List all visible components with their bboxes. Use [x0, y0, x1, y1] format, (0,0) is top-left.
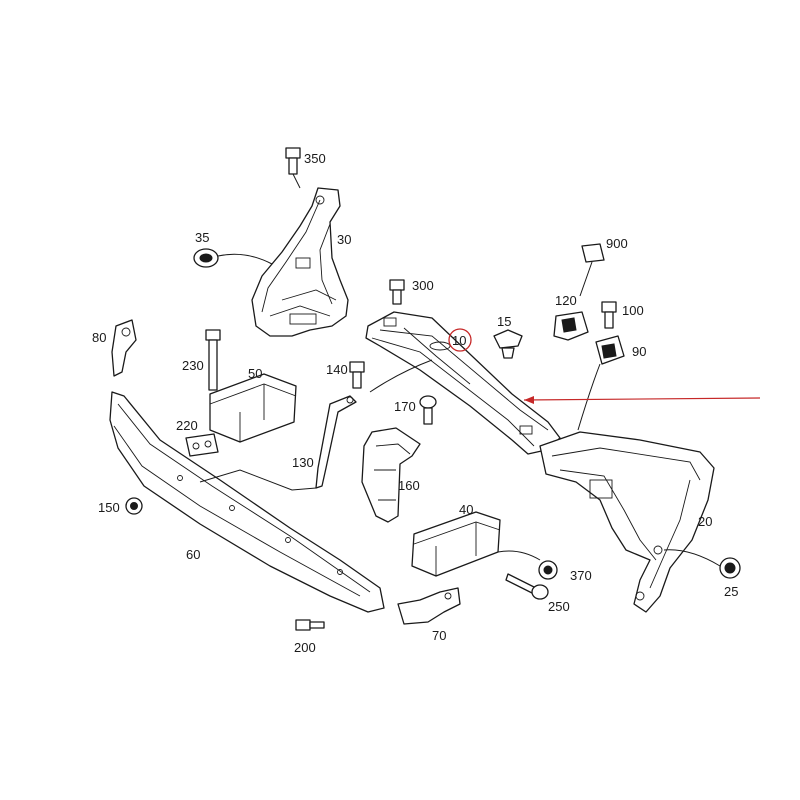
- part-300-bolt: [389, 279, 405, 305]
- callout-150: 150: [98, 500, 120, 515]
- callout-25: 25: [724, 584, 738, 599]
- part-130-bracket: [315, 395, 357, 489]
- callout-160: 160: [398, 478, 420, 493]
- callout-10: 10: [452, 333, 466, 348]
- part-140-bolt: [349, 359, 433, 393]
- part-90-latch: [577, 335, 625, 431]
- part-370-nut: [538, 560, 558, 580]
- part-25-grommet: [663, 549, 741, 579]
- callout-20: 20: [698, 514, 712, 529]
- callout-170: 170: [394, 399, 416, 414]
- highlight-arrow: [523, 396, 761, 404]
- callout-90: 90: [632, 344, 646, 359]
- callout-60: 60: [186, 547, 200, 562]
- part-150-nut: [125, 497, 143, 515]
- part-170-bolt: [419, 395, 437, 425]
- callout-370: 370: [570, 568, 592, 583]
- callout-50: 50: [248, 366, 262, 381]
- part-20-side-frame: [539, 431, 715, 613]
- callout-200: 200: [294, 640, 316, 655]
- callout-100: 100: [622, 303, 644, 318]
- callout-35: 35: [195, 230, 209, 245]
- part-100-bolt: [601, 301, 617, 329]
- callout-300: 300: [412, 278, 434, 293]
- part-30-bracket: [251, 187, 349, 337]
- callout-140: 140: [326, 362, 348, 377]
- part-50-crash-box: [209, 373, 297, 443]
- callout-250: 250: [548, 599, 570, 614]
- part-40-crash-box: [411, 511, 541, 577]
- callout-130: 130: [292, 455, 314, 470]
- callout-40: 40: [459, 502, 473, 517]
- part-220-plate: [185, 433, 219, 457]
- callout-120: 120: [555, 293, 577, 308]
- callout-30: 30: [337, 232, 351, 247]
- part-350-bolt: [285, 147, 301, 189]
- callout-350: 350: [304, 151, 326, 166]
- highlight-circle-10: [448, 328, 472, 352]
- part-15-clip: [493, 329, 523, 359]
- part-230-bolt: [205, 329, 221, 391]
- callout-70: 70: [432, 628, 446, 643]
- part-250-bolt: [505, 573, 549, 600]
- part-900-label: [579, 243, 605, 297]
- callout-80: 80: [92, 330, 106, 345]
- callout-220: 220: [176, 418, 198, 433]
- part-35-grommet: [193, 248, 273, 268]
- part-120-latch: [553, 311, 589, 341]
- callout-15: 15: [497, 314, 511, 329]
- part-70-bracket: [397, 587, 461, 625]
- part-10-crossmember: [365, 311, 561, 455]
- leader-130: [199, 469, 317, 491]
- callout-230: 230: [182, 358, 204, 373]
- part-160-bracket: [361, 427, 421, 523]
- part-60-bumper-beam: [109, 391, 385, 613]
- part-200-bolt: [295, 619, 325, 631]
- callout-900: 900: [606, 236, 628, 251]
- part-80-bracket: [111, 319, 137, 377]
